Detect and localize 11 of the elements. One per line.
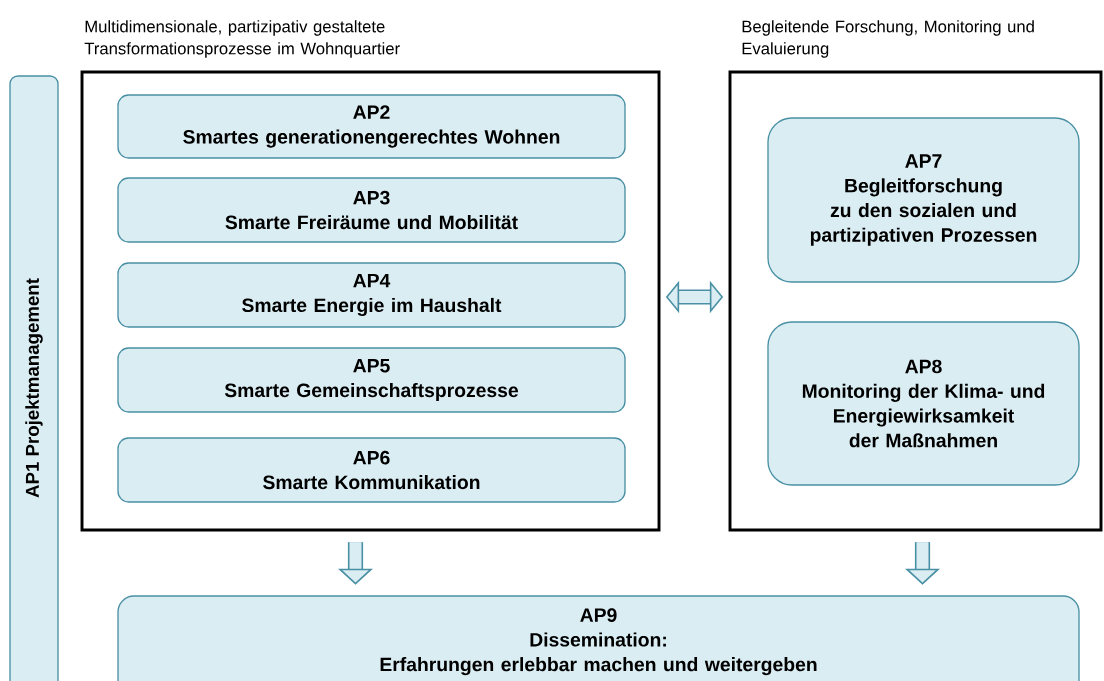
bar-box: AP1 Projektmanagement [9,75,59,681]
process-box: AP8 Monitoring der Klima- und Energiewirksamkeit der Maßnahmen [767,321,1080,486]
process-box: AP2 Smartes generationengerechtes Wohnen [117,94,626,159]
process-box: AP5 Smarte Gemeinschaftsprozesse [117,347,626,413]
process-box: AP7 Begleitforschung zu den sozialen und partizipativen Prozessen [767,117,1080,283]
process-box: AP3 Smarte Freiräume und Mobilität [117,177,626,243]
heading: Multidimensionale, partizipativ gestaltete Transformationsprozesse im Wohnquartier [84,20,400,58]
process-box: AP4 Smarte Energie im Haushalt [117,262,626,328]
process-box: AP6 Smarte Kommunikation [117,437,626,503]
heading: Begleitende Forschung, Monitoring und Evaluierung [742,20,1034,58]
box-text: AP9 Dissemination: Erfahrungen erlebbar machen und weitergeben [380,608,817,676]
